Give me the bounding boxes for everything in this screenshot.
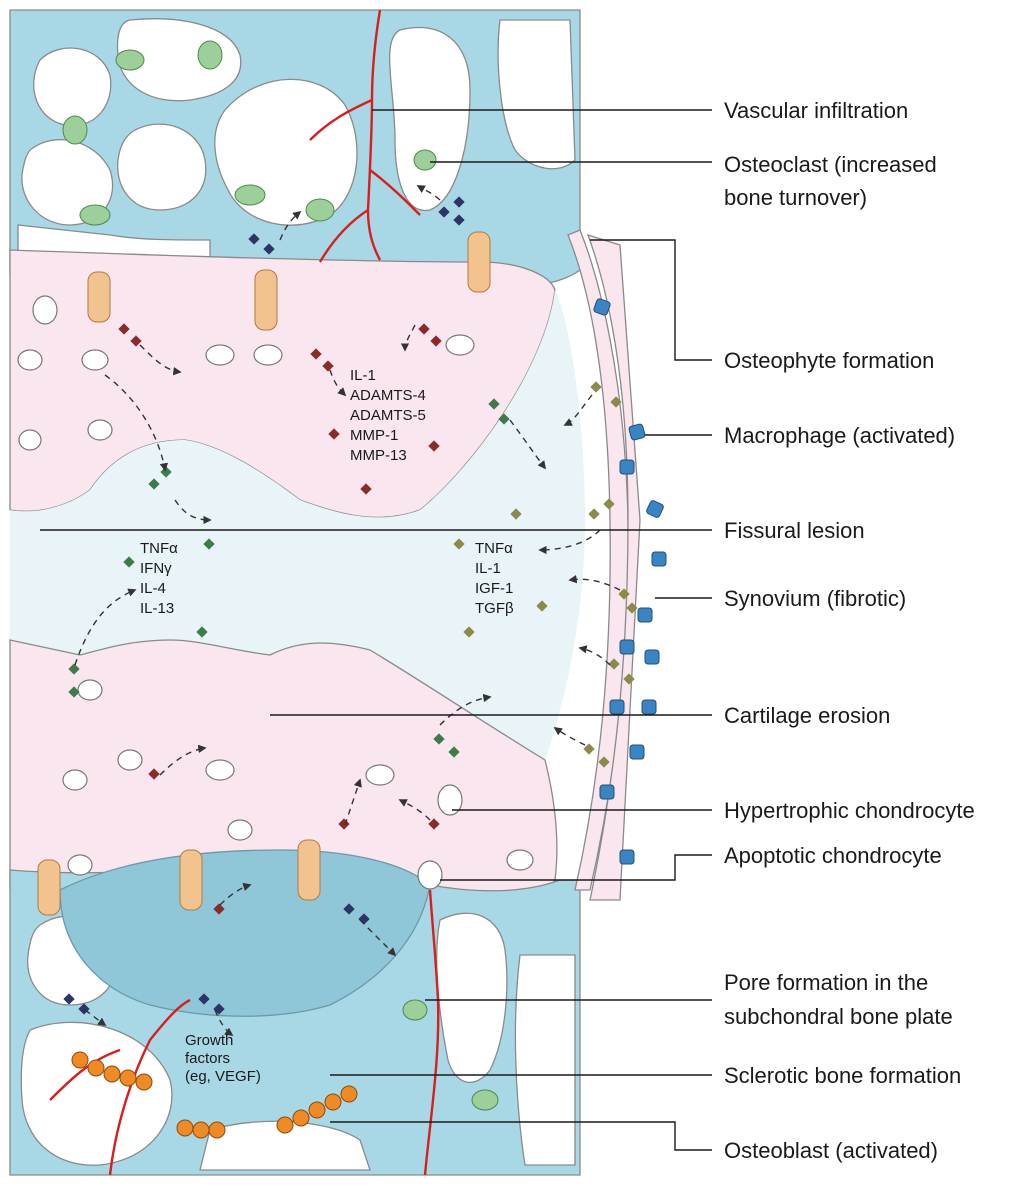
label-vascular: Vascular infiltration bbox=[724, 98, 908, 123]
growth-factor-2: factors bbox=[185, 1050, 230, 1067]
chondrocyte-5 bbox=[446, 335, 474, 355]
osteoclast-5 bbox=[235, 185, 265, 205]
osteoblast-4 bbox=[120, 1070, 136, 1086]
macrophage-13 bbox=[620, 850, 634, 864]
growth-factor-1: Growth bbox=[185, 1032, 233, 1049]
label-apoptotic: Apoptotic chondrocyte bbox=[724, 843, 942, 868]
macrophage-6 bbox=[638, 608, 652, 622]
cluster-1 bbox=[88, 272, 110, 322]
label-pore-line2: subchondral bone plate bbox=[724, 1004, 953, 1029]
osteoclast-3 bbox=[63, 116, 87, 144]
osteoclast-6 bbox=[306, 199, 334, 221]
label-fissural: Fissural lesion bbox=[724, 518, 865, 543]
chondrocyte-18 bbox=[68, 855, 92, 875]
osteoblast-1 bbox=[72, 1052, 88, 1068]
osteoblast-2 bbox=[88, 1060, 104, 1076]
osteoblast-13 bbox=[341, 1086, 357, 1102]
chondrocyte-4 bbox=[254, 345, 282, 365]
chondrocyte-6 bbox=[88, 420, 112, 440]
labels: Vascular infiltration Osteoclast (increa… bbox=[724, 98, 975, 1163]
macrophage-11 bbox=[630, 745, 644, 759]
macrophage-12 bbox=[600, 785, 614, 799]
syn-mediator-2: IL-1 bbox=[475, 560, 501, 577]
chondrocyte-17 bbox=[418, 861, 442, 889]
label-erosion: Cartilage erosion bbox=[724, 703, 890, 728]
left-mediator-3: IL-4 bbox=[140, 580, 166, 597]
macrophage-3 bbox=[620, 460, 634, 474]
left-mediator-4: IL-13 bbox=[140, 600, 174, 617]
osteoblast-5 bbox=[136, 1074, 152, 1090]
cluster-3 bbox=[468, 232, 490, 292]
label-osteoclast-line2: bone turnover) bbox=[724, 185, 867, 210]
label-osteoblast: Osteoblast (activated) bbox=[724, 1138, 938, 1163]
osteoclast-9 bbox=[472, 1090, 498, 1110]
chondrocyte-9 bbox=[78, 680, 102, 700]
cart-mediator-4: MMP-1 bbox=[350, 427, 398, 444]
cluster-6 bbox=[298, 840, 320, 900]
macrophage-10 bbox=[642, 700, 656, 714]
chondrocyte-2 bbox=[82, 350, 108, 370]
osteoblast-10 bbox=[293, 1110, 309, 1126]
label-osteophyte: Osteophyte formation bbox=[724, 348, 934, 373]
osteoblast-12 bbox=[325, 1094, 341, 1110]
osteoblast-11 bbox=[309, 1102, 325, 1118]
syn-mediator-3: IGF-1 bbox=[475, 580, 513, 597]
chondrocyte-10 bbox=[118, 750, 142, 770]
syn-mediator-4: TGFβ bbox=[475, 600, 514, 617]
cart-mediator-5: MMP-13 bbox=[350, 447, 407, 464]
osteoclast-7 bbox=[414, 150, 436, 170]
syn-mediator-1: TNFα bbox=[475, 540, 513, 557]
macrophage-2 bbox=[628, 423, 645, 440]
chondrocyte-13 bbox=[228, 820, 252, 840]
osteoclast-4 bbox=[80, 205, 110, 225]
upper-marrow-space-1 bbox=[34, 48, 111, 126]
osteoclast-8 bbox=[403, 1000, 427, 1020]
cluster-5 bbox=[180, 850, 202, 910]
label-sclerotic: Sclerotic bone formation bbox=[724, 1063, 961, 1088]
chondrocyte-3 bbox=[206, 345, 234, 365]
chondrocyte-8 bbox=[33, 296, 57, 324]
chondrocyte-12 bbox=[206, 760, 234, 780]
label-hypertrophic: Hypertrophic chondrocyte bbox=[724, 798, 975, 823]
macrophage-7 bbox=[620, 640, 634, 654]
osteoblast-3 bbox=[104, 1066, 120, 1082]
chondrocyte-11 bbox=[63, 770, 87, 790]
osteoblast-9 bbox=[277, 1117, 293, 1133]
left-mediator-2: IFNγ bbox=[140, 560, 172, 577]
macrophage-9 bbox=[610, 700, 624, 714]
cluster-4 bbox=[38, 860, 60, 915]
osteoclast-2 bbox=[198, 41, 222, 69]
macrophage-4 bbox=[646, 500, 665, 519]
lower-marrow-space-4 bbox=[515, 955, 575, 1165]
osteoclast-1 bbox=[116, 50, 144, 70]
upper-marrow-space-5 bbox=[118, 124, 206, 210]
label-pore-line1: Pore formation in the bbox=[724, 970, 928, 995]
osteoblast-6 bbox=[177, 1120, 193, 1136]
cart-mediator-2: ADAMTS-4 bbox=[350, 387, 426, 404]
chondrocyte-1 bbox=[18, 350, 42, 370]
chondrocyte-7 bbox=[19, 430, 41, 450]
macrophage-5 bbox=[652, 552, 666, 566]
macrophage-8 bbox=[645, 650, 659, 664]
osteoblast-8 bbox=[209, 1122, 225, 1138]
chondrocyte-14 bbox=[366, 765, 394, 785]
cart-mediator-1: IL-1 bbox=[350, 367, 376, 384]
growth-factor-3: (eg, VEGF) bbox=[185, 1068, 261, 1085]
chondrocyte-16 bbox=[507, 850, 533, 870]
cart-mediator-3: ADAMTS-5 bbox=[350, 407, 426, 424]
cluster-2 bbox=[255, 270, 277, 330]
label-osteoclast-line1: Osteoclast (increased bbox=[724, 152, 937, 177]
left-mediator-1: TNFα bbox=[140, 540, 178, 557]
label-synovium: Synovium (fibrotic) bbox=[724, 586, 906, 611]
label-macrophage: Macrophage (activated) bbox=[724, 423, 955, 448]
osteoblast-7 bbox=[193, 1122, 209, 1138]
